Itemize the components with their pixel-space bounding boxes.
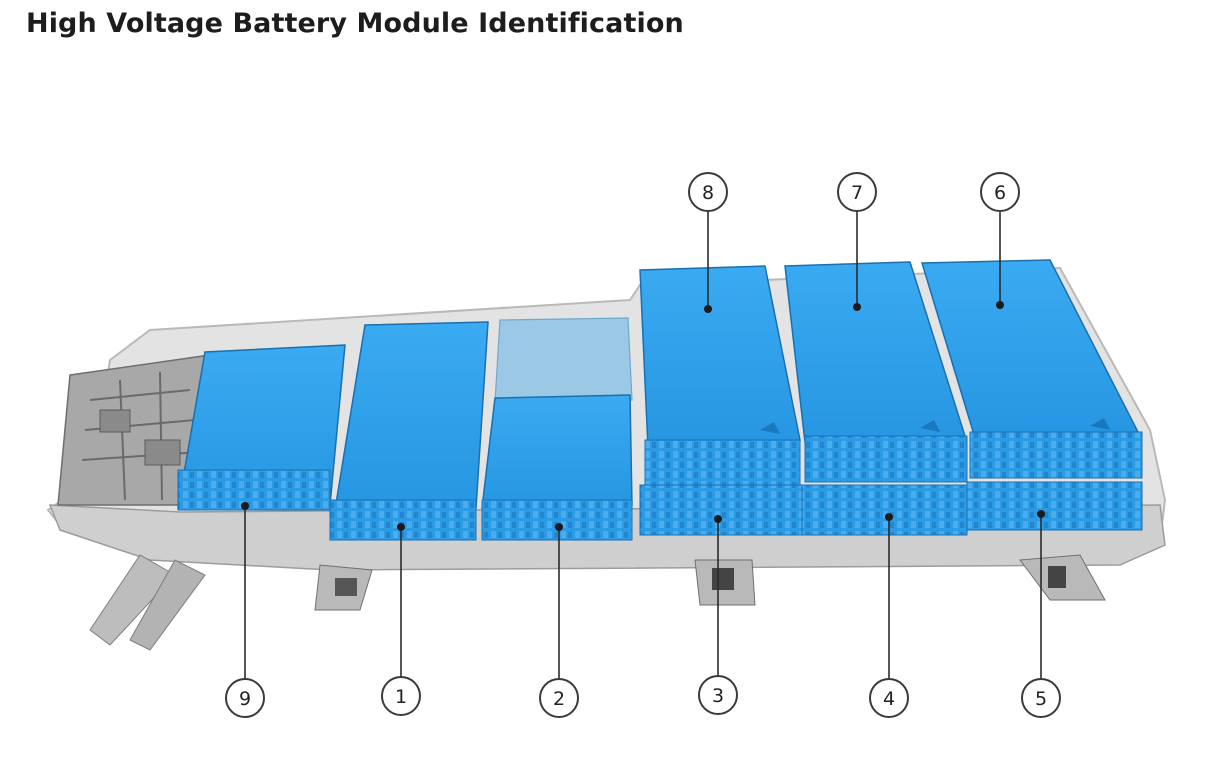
svg-text:3: 3	[712, 685, 724, 707]
upper-modules	[640, 260, 1142, 485]
svg-text:4: 4	[883, 688, 895, 710]
svg-text:1: 1	[395, 686, 407, 708]
svg-text:5: 5	[1035, 688, 1047, 710]
svg-text:9: 9	[239, 688, 251, 710]
callout-5: 5	[1022, 679, 1060, 717]
callout-4: 4	[870, 679, 908, 717]
callout-8: 8	[689, 173, 727, 211]
svg-text:6: 6	[994, 182, 1006, 204]
callout-1: 1	[382, 677, 420, 715]
svg-text:8: 8	[702, 182, 714, 204]
callout-2: 2	[540, 679, 578, 717]
callout-7: 7	[838, 173, 876, 211]
svg-text:7: 7	[851, 182, 863, 204]
callout-6: 6	[981, 173, 1019, 211]
svg-text:2: 2	[553, 688, 565, 710]
callout-9: 9	[226, 679, 264, 717]
callout-3: 3	[699, 676, 737, 714]
